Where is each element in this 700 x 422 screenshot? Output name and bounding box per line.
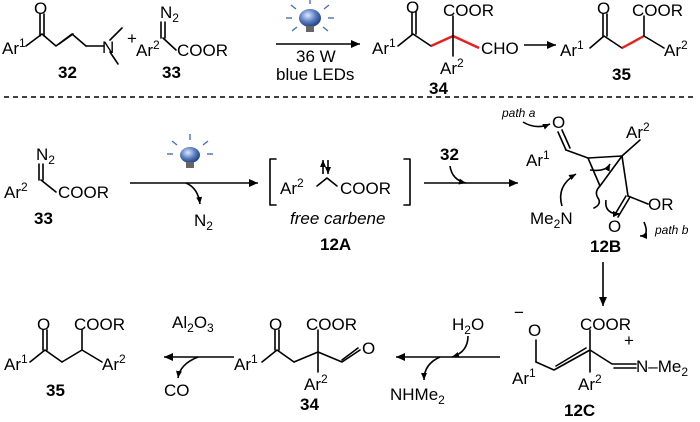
svg-text:O: O xyxy=(37,315,50,334)
plus-sign: + xyxy=(127,29,137,48)
compound-33-top: N2 Ar2 COOR 33 xyxy=(136,3,228,82)
compound-34-top: O Ar1 COOR CHO Ar2 34 xyxy=(372,0,519,98)
svg-text:H2O: H2O xyxy=(452,315,484,337)
light-source-label: blue LEDs xyxy=(276,65,354,84)
svg-text:Ar2: Ar2 xyxy=(102,352,126,374)
oxygen-label: O xyxy=(34,0,47,18)
svg-text:COOR: COOR xyxy=(74,315,125,334)
svg-text:NHMe2: NHMe2 xyxy=(390,385,445,407)
svg-text:OR: OR xyxy=(648,195,674,214)
light-power-label: 36 W xyxy=(296,47,336,66)
svg-text:Ar2: Ar2 xyxy=(440,56,464,78)
svg-text:Ar1: Ar1 xyxy=(512,366,536,388)
svg-text:33: 33 xyxy=(34,209,53,228)
svg-text:O: O xyxy=(362,339,375,358)
svg-text:Ar1: Ar1 xyxy=(526,148,550,170)
svg-text:Ar2: Ar2 xyxy=(578,372,602,394)
svg-text:COOR: COOR xyxy=(177,41,228,60)
cyclopropane-12B: path a O Ar1 Ar2 O OR Me2N path b 12B xyxy=(501,106,689,256)
svg-text:Ar2: Ar2 xyxy=(304,372,328,394)
decarbonylation-arrow: Al2O3 CO xyxy=(164,313,234,400)
svg-text:Ar2: Ar2 xyxy=(664,38,688,60)
compound-number-33: 33 xyxy=(162,63,181,82)
photolysis-arrow: N2 xyxy=(130,134,258,233)
svg-text:CO: CO xyxy=(164,381,190,400)
svg-text:O: O xyxy=(608,217,621,236)
svg-text:Ar2: Ar2 xyxy=(136,38,160,60)
free-carbene-12A: Ar2 COOR free carbene 12A xyxy=(269,158,411,254)
svg-text:COOR: COOR xyxy=(443,1,494,20)
svg-text:CHO: CHO xyxy=(481,39,519,58)
svg-text:Ar2: Ar2 xyxy=(280,176,304,198)
svg-text:COOR: COOR xyxy=(58,183,109,202)
svg-text:32: 32 xyxy=(440,145,459,164)
svg-text:Ar1: Ar1 xyxy=(560,38,584,60)
svg-text:O: O xyxy=(552,113,565,132)
hydrolysis-arrow: H2O NHMe2 xyxy=(390,315,500,407)
svg-text:35: 35 xyxy=(46,381,65,400)
svg-text:Ar2: Ar2 xyxy=(626,120,650,142)
compound-number-34: 34 xyxy=(429,79,448,98)
nitrogen-label: N xyxy=(102,38,114,57)
compound-number-12C: 12C xyxy=(564,401,595,420)
svg-text:Ar1: Ar1 xyxy=(234,352,258,374)
free-carbene-caption: free carbene xyxy=(290,209,385,228)
compound-34-bottom: O Ar1 COOR O Ar2 34 xyxy=(234,315,375,414)
blue-led-lamp-icon xyxy=(286,0,334,32)
svg-text:COOR: COOR xyxy=(306,315,357,334)
svg-text:+: + xyxy=(624,331,634,350)
path-b-label: path b xyxy=(654,223,689,237)
compound-number-32: 32 xyxy=(58,63,77,82)
path-a-label: path a xyxy=(501,106,536,120)
svg-text:O: O xyxy=(597,0,610,18)
zwitterion-12C: − O COOR + N–Me2 Ar1 Ar2 12C xyxy=(512,303,688,420)
svg-text:COOR: COOR xyxy=(632,1,683,20)
compound-number-12A: 12A xyxy=(320,235,351,254)
compound-number-35: 35 xyxy=(612,65,631,84)
blue-led-lamp-icon xyxy=(167,134,213,168)
svg-text:O: O xyxy=(528,321,541,340)
svg-text:COOR: COOR xyxy=(340,179,391,198)
svg-text:N2: N2 xyxy=(194,211,213,233)
compound-35-bottom: O Ar1 COOR Ar2 35 xyxy=(4,315,126,400)
compound-32-top: O Ar1 N 32 xyxy=(2,0,123,82)
svg-text:N2: N2 xyxy=(160,3,179,25)
compound-33-mechanism: N2 Ar2 COOR 33 xyxy=(4,145,109,228)
svg-text:Ar1: Ar1 xyxy=(372,36,396,58)
cyclopropanation-arrow: 32 xyxy=(424,145,518,187)
top-reaction-arrow: 36 W blue LEDs xyxy=(276,0,360,84)
svg-text:O: O xyxy=(269,315,282,334)
svg-text:Ar1: Ar1 xyxy=(4,352,28,374)
svg-text:O: O xyxy=(406,0,419,17)
svg-text:Al2O3: Al2O3 xyxy=(172,313,214,335)
svg-text:Me2N: Me2N xyxy=(530,209,573,231)
svg-text:−: − xyxy=(514,303,524,322)
svg-text:Ar1: Ar1 xyxy=(2,36,26,58)
svg-text:34: 34 xyxy=(300,395,319,414)
svg-text:N–Me2: N–Me2 xyxy=(636,357,688,379)
compound-35-top: O Ar1 COOR Ar2 35 xyxy=(560,0,688,84)
svg-text:COOR: COOR xyxy=(580,315,631,334)
svg-text:Ar2: Ar2 xyxy=(4,180,28,202)
svg-text:N2: N2 xyxy=(36,145,55,167)
compound-number-12B: 12B xyxy=(590,237,621,256)
